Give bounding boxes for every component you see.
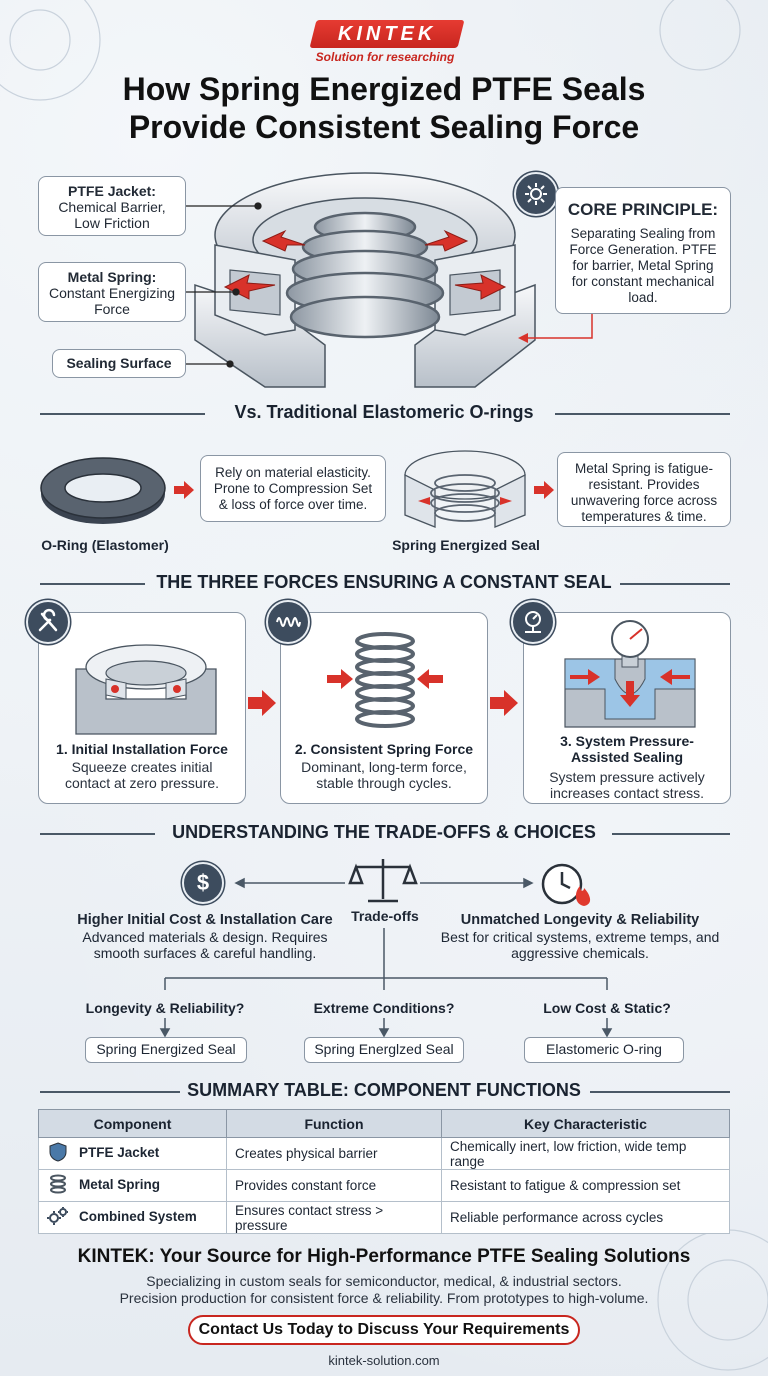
wrench-icon — [26, 600, 70, 644]
arrow-right-icon — [534, 481, 554, 499]
divider — [40, 583, 145, 585]
column-header-component: Component — [38, 1109, 227, 1138]
tradeoff-longevity: Unmatched Longevity & Reliability Best f… — [430, 912, 730, 961]
table-cell-function: Ensures contact stress > pressure — [226, 1201, 442, 1234]
choice-answer-cost: Elastomeric O-ring — [524, 1037, 684, 1063]
tradeoffs-center-label: Trade-offs — [351, 908, 419, 924]
choice-answer-longevity: Spring Energized Seal — [85, 1037, 247, 1063]
spring-icon — [47, 1174, 69, 1197]
divider — [40, 833, 155, 835]
label-metal-spring: Metal Spring: Constant Energizing Force — [38, 262, 186, 322]
label-ptfe-jacket: PTFE Jacket: Chemical Barrier, Low Frict… — [38, 176, 186, 236]
divider — [40, 1091, 180, 1093]
force-title-3: 3. System Pressure-Assisted Sealing — [560, 733, 694, 765]
table-row: Metal Spring Provides constant force Res… — [38, 1169, 730, 1202]
footer-line-1: Specializing in custom seals for semicon… — [146, 1273, 622, 1289]
arrow-right-icon — [490, 690, 518, 716]
force-desc-2: Dominant, long-term force, stable throug… — [301, 759, 467, 791]
clock-flame-icon — [540, 860, 596, 908]
balance-scale-icon — [348, 859, 418, 903]
table-row: PTFE Jacket Creates physical barrier Che… — [38, 1137, 730, 1170]
force-title-1: 1. Initial Installation Force — [56, 741, 228, 757]
spring-seal-caption: Spring Energized Seal — [392, 537, 540, 553]
table-cell-characteristic: Chemically inert, low friction, wide tem… — [441, 1137, 730, 1170]
metal-spring-name: Metal Spring: — [67, 269, 157, 285]
force-card-spring: 2. Consistent Spring Force Dominant, lon… — [280, 612, 488, 804]
column-header-characteristic: Key Characteristic — [441, 1109, 730, 1138]
choice-question-extreme: Extreme Conditions? — [313, 1000, 455, 1016]
tradeoff-connectors — [159, 877, 613, 1038]
dollar-icon: $ — [182, 862, 224, 904]
leader-lines — [186, 202, 593, 368]
spring-seal-illustration — [404, 450, 526, 528]
divider — [612, 833, 730, 835]
shield-icon — [47, 1142, 69, 1165]
compressed-spring-illustration — [327, 632, 443, 728]
summary-table: Component Function Key Characteristic PT… — [38, 1109, 730, 1234]
divider — [620, 583, 730, 585]
table-cell-component: PTFE Jacket — [38, 1137, 227, 1170]
installation-illustration — [75, 644, 217, 735]
label-sealing-surface: Sealing Surface — [52, 349, 186, 378]
title-line-2: Provide Consistent Sealing Force — [128, 109, 640, 145]
choice-question-cost: Low Cost & Static? — [543, 1000, 671, 1016]
oring-illustration — [40, 457, 166, 524]
force-card-installation: 1. Initial Installation Force Squeeze cr… — [38, 612, 246, 804]
table-cell-characteristic: Resistant to fatigue & compression set — [441, 1169, 730, 1202]
tradeoff-longevity-desc: Best for critical systems, extreme temps… — [440, 929, 720, 961]
force-title-2: 2. Consistent Spring Force — [294, 741, 474, 757]
choice-answer-extreme: Spring Energlzed Seal — [304, 1037, 464, 1063]
core-principle-text: Separating Sealing from Force Generation… — [569, 226, 717, 305]
divider — [590, 1091, 730, 1093]
footer-title: KINTEK: Your Source for High-Performance… — [77, 1246, 691, 1267]
force-card-pressure: 3. System Pressure-Assisted Sealing Syst… — [523, 612, 731, 804]
choice-question-longevity: Longevity & Reliability? — [85, 1000, 245, 1016]
spring-seal-description: Metal Spring is fatigue-resistant. Provi… — [557, 452, 731, 527]
table-cell-function: Creates physical barrier — [226, 1137, 442, 1170]
tradeoff-cost: Higher Initial Cost & Installation Care … — [60, 912, 350, 961]
table-header-row: Component Function Key Characteristic — [38, 1109, 730, 1138]
gear-icon — [514, 172, 558, 216]
ptfe-jacket-desc: Chemical Barrier, Low Friction — [58, 199, 166, 231]
column-header-function: Function — [226, 1109, 442, 1138]
gauge-icon — [511, 600, 555, 644]
logo-tagline: Solution for researching — [315, 50, 455, 64]
tradeoffs-heading: UNDERSTANDING THE TRADE-OFFS & CHOICES — [172, 822, 596, 842]
table-cell-component: Combined System — [38, 1201, 227, 1234]
divider — [40, 413, 205, 415]
force-desc-1: Squeeze creates initial contact at zero … — [64, 759, 220, 791]
ptfe-jacket-name: PTFE Jacket: — [68, 183, 156, 199]
website-link[interactable]: kintek-solution.com — [328, 1353, 440, 1368]
comparison-heading: Vs. Traditional Elastomeric O-rings — [234, 402, 534, 422]
tradeoff-longevity-title: Unmatched Longevity & Reliability — [460, 912, 700, 928]
tradeoff-cost-desc: Advanced materials & design. Requires sm… — [82, 929, 328, 961]
title-line-1: How Spring Energized PTFE Seals — [122, 71, 646, 107]
contact-us-button[interactable]: Contact Us Today to Discuss Your Require… — [188, 1315, 580, 1345]
forces-heading: THE THREE FORCES ENSURING A CONSTANT SEA… — [156, 572, 612, 592]
arrow-right-icon — [248, 690, 276, 716]
divider — [555, 413, 730, 415]
gears-icon — [47, 1206, 69, 1229]
spring-icon — [266, 600, 310, 644]
table-row: Combined System Ensures contact stress >… — [38, 1201, 730, 1234]
table-cell-function: Provides constant force — [226, 1169, 442, 1202]
core-principle-heading: CORE PRINCIPLE: — [567, 200, 719, 219]
page-title: How Spring Energized PTFE Seals Provide … — [0, 70, 768, 146]
table-cell-characteristic: Reliable performance across cycles — [441, 1201, 730, 1234]
force-desc-3: System pressure actively increases conta… — [549, 769, 705, 801]
arrow-right-icon — [174, 481, 194, 499]
footer-line-2: Precision production for consistent forc… — [119, 1290, 649, 1306]
oring-description: Rely on material elasticity. Prone to Co… — [200, 455, 386, 522]
oring-caption: O-Ring (Elastomer) — [41, 537, 169, 553]
summary-heading: SUMMARY TABLE: COMPONENT FUNCTIONS — [187, 1080, 581, 1100]
table-cell-component: Metal Spring — [38, 1169, 227, 1202]
core-principle-box: CORE PRINCIPLE: Separating Sealing from … — [555, 187, 731, 314]
tradeoff-cost-title: Higher Initial Cost & Installation Care — [77, 912, 333, 928]
metal-spring-desc: Constant Energizing Force — [48, 285, 176, 317]
pressure-gauge-illustration — [564, 620, 696, 728]
